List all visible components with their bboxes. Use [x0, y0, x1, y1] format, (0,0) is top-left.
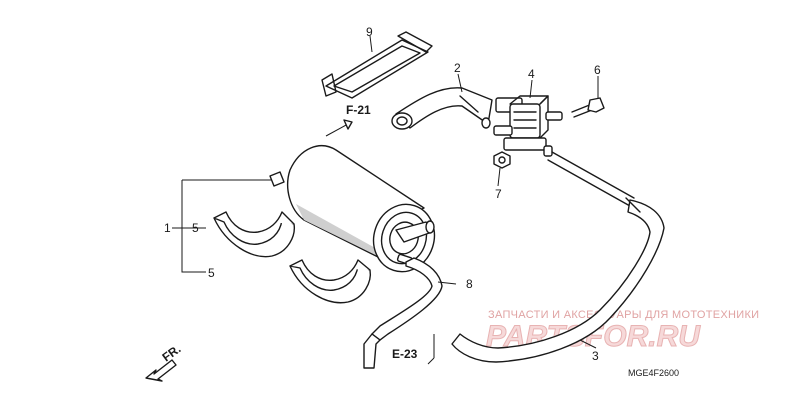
- callout-1: 1: [164, 221, 171, 235]
- long-hose-part: [451, 151, 665, 363]
- f21-reference: F-21: [325, 103, 371, 137]
- f21-label: F-21: [346, 103, 371, 117]
- callout-5-lower: 5: [208, 266, 215, 280]
- strap-part: [321, 31, 433, 99]
- front-direction-indicator: FR.: [145, 342, 184, 382]
- watermark-tagline: ЗАПЧАСТИ И АКСЕССУАРЫ ДЛЯ МОТОТЕХНИКИ: [488, 309, 759, 321]
- callout-7: 7: [495, 187, 502, 201]
- nut-part: [493, 151, 511, 169]
- e23-reference: E-23: [392, 334, 435, 365]
- callout-6: 6: [594, 63, 601, 77]
- callout-5-upper: 5: [192, 221, 199, 235]
- callout-8: 8: [466, 277, 473, 291]
- front-arrow-icon: [145, 359, 177, 382]
- bolt-part: [571, 97, 605, 118]
- upper-hose-part: [391, 87, 493, 130]
- callout-2: 2: [454, 61, 461, 75]
- cushion-parts: [213, 211, 371, 304]
- front-label: FR.: [160, 342, 184, 365]
- callout-3: 3: [592, 349, 599, 363]
- drain-hose-part: [363, 257, 443, 369]
- callout-9: 9: [366, 25, 373, 39]
- callout-numbers: 9 2 4 6 7 1 5 5 8 3: [164, 25, 601, 363]
- solenoid-valve-part: [493, 95, 563, 157]
- leader-lines: [172, 35, 599, 349]
- canister-part: [269, 145, 436, 273]
- e23-label: E-23: [392, 347, 418, 361]
- drawing-code: MGE4F2600: [628, 368, 679, 378]
- callout-4: 4: [528, 67, 535, 81]
